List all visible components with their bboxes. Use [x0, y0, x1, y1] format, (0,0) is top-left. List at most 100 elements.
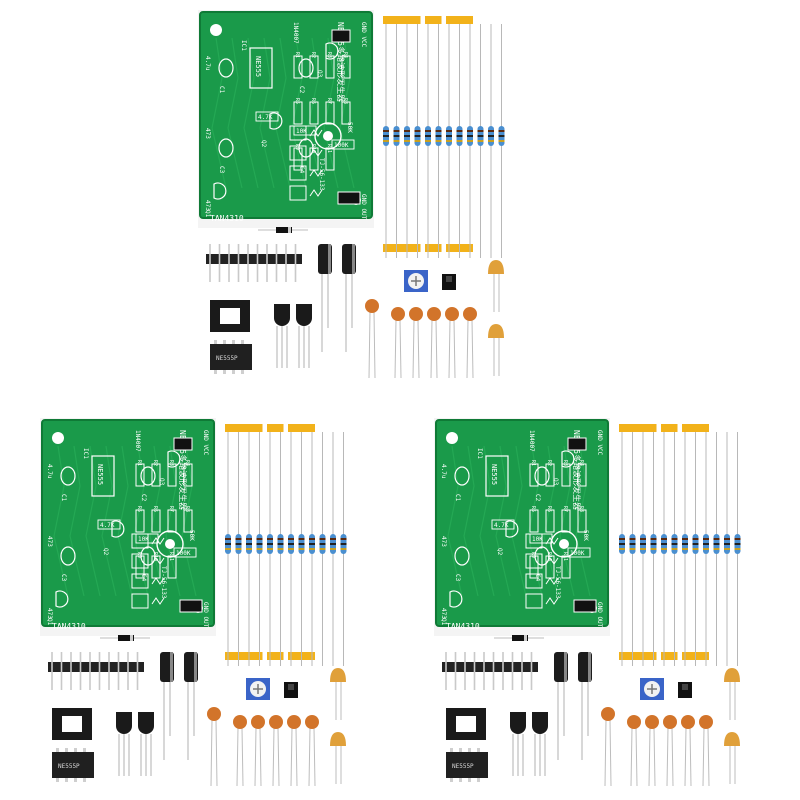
- diode-label: 1N4007: [528, 430, 535, 452]
- transistor-footprint: [213, 182, 227, 200]
- transistor-label: Q3: [552, 478, 559, 486]
- pot-value: 50K: [346, 122, 353, 133]
- resistor-label: R9: [136, 552, 142, 558]
- disc-cap: [724, 732, 740, 746]
- resistor-label: R5: [136, 506, 142, 512]
- resistor-label: R9: [294, 144, 300, 150]
- ic-label: NE555: [254, 56, 262, 77]
- waveform-symbol: [309, 189, 323, 197]
- ceramic-cap: [645, 715, 659, 729]
- pot-footprint: [550, 530, 578, 558]
- resistor-footprint: [167, 555, 177, 579]
- resistor-footprint: [135, 509, 145, 533]
- resistor-label: R9: [530, 552, 536, 558]
- pin-header: [48, 662, 144, 672]
- waveform-jumper: [289, 185, 307, 201]
- waveform-jumper: [525, 573, 543, 589]
- diode: [276, 227, 292, 233]
- resistor-footprint: [545, 509, 555, 533]
- cap-footprint: [218, 58, 234, 78]
- value-label: 10K: [296, 128, 307, 135]
- power-connector: [331, 29, 351, 43]
- value-box: [97, 519, 121, 530]
- value-box: [255, 111, 279, 122]
- resistor-footprint: [529, 463, 539, 487]
- side-label: 473: [46, 536, 53, 547]
- mount-hole: [52, 432, 64, 444]
- resistor-footprint: [293, 101, 303, 125]
- value-label: 4.7K: [494, 522, 509, 529]
- tape-strip: [682, 424, 709, 432]
- cap-label: C2: [534, 494, 541, 502]
- tape-strip: [661, 424, 678, 432]
- chip-marking: NE555P: [58, 763, 80, 770]
- transistor-label: Q3: [158, 478, 165, 486]
- resistor-footprint: [293, 147, 303, 171]
- resistor-footprint: [325, 101, 335, 125]
- ceramic-cap: [207, 707, 221, 721]
- ic-ref: IC1: [82, 448, 89, 459]
- ceramic-cap: [365, 299, 379, 313]
- side-label: 4.7u: [204, 56, 211, 71]
- resistor-label: R2: [152, 460, 158, 466]
- board-title: NE555多路波形发生器: [178, 430, 188, 510]
- cap-footprint: [218, 138, 234, 158]
- transistor-label: Q2: [260, 140, 267, 148]
- waveform-jumper: [525, 533, 543, 549]
- tape-strip: [425, 244, 442, 252]
- side-label: 473: [440, 608, 447, 619]
- resistor-footprint: [183, 509, 193, 533]
- ne555-chip: [210, 344, 252, 370]
- ic-label: NE555: [490, 464, 498, 485]
- ne555-chip: [52, 752, 94, 778]
- mount-hole: [210, 24, 222, 36]
- tape-strip: [267, 424, 284, 432]
- resistor-footprint: [151, 463, 161, 487]
- cap-footprint: [60, 546, 76, 566]
- ic-ref: IC1: [240, 40, 247, 51]
- waveform-jumper: [289, 165, 307, 181]
- tape-strip: [619, 652, 657, 660]
- resistor-footprint: [561, 509, 571, 533]
- ceramic-cap: [305, 715, 319, 729]
- cap-label: C4: [534, 574, 541, 582]
- cap-footprint: [454, 466, 470, 486]
- cap-footprint: [298, 58, 314, 78]
- diode: [118, 635, 134, 641]
- tape-strip: [383, 16, 421, 24]
- disc-cap: [724, 668, 740, 682]
- value-box: [331, 139, 355, 150]
- transistor: [510, 712, 526, 734]
- waveform-jumper: [525, 593, 543, 609]
- ceramic-cap: [409, 307, 423, 321]
- ne555-chip: [446, 752, 488, 778]
- tape-strip: [225, 652, 263, 660]
- resistor-footprint: [561, 463, 571, 487]
- waveform-symbol: [151, 577, 165, 585]
- disc-cap: [488, 324, 504, 338]
- diode-label: 1N4007: [134, 430, 141, 452]
- tape-strip: [383, 244, 421, 252]
- pot-footprint: [156, 530, 184, 558]
- tape-strip: [288, 424, 315, 432]
- ceramic-cap: [663, 715, 677, 729]
- resistor-footprint: [309, 55, 319, 79]
- disc-cap: [330, 732, 346, 746]
- resistor-label: R4: [184, 460, 190, 466]
- resistor-label: R3: [168, 460, 174, 466]
- side-label: 4.7u: [440, 464, 447, 479]
- ic-footprint: [91, 455, 115, 497]
- resistor-footprint: [325, 55, 335, 79]
- transistor-footprint: [449, 590, 463, 608]
- chip-marking: NE555P: [216, 355, 238, 362]
- cap-label: C4: [140, 574, 147, 582]
- diode: [512, 635, 528, 641]
- waveform-symbol: [309, 129, 323, 137]
- pin-label: GND OUT: [360, 194, 367, 220]
- waveform-symbol: [545, 537, 559, 545]
- transistor: [138, 712, 154, 734]
- resistor-footprint: [167, 509, 177, 533]
- resistor-footprint: [341, 55, 351, 79]
